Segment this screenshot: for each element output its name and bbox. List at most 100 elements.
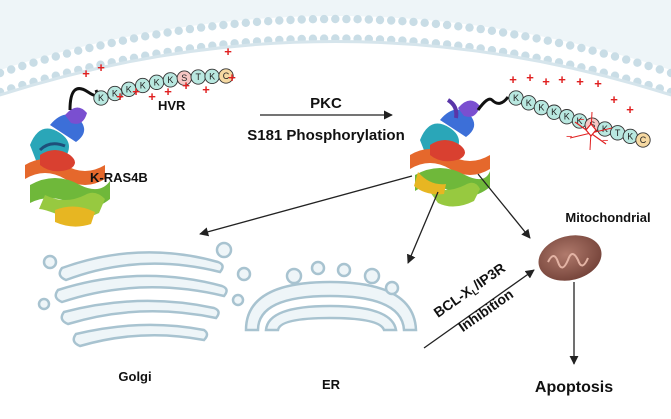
- lipid-head: [610, 52, 620, 61]
- lipid-head: [252, 17, 262, 27]
- positive-charge-icon: +: [116, 89, 124, 104]
- lipid-head: [409, 17, 418, 27]
- lipid-head: [118, 36, 128, 45]
- lipid-head: [543, 36, 552, 45]
- svg-text:K: K: [602, 124, 608, 134]
- lipid-head: [40, 55, 49, 64]
- positive-charge-icon: +: [626, 102, 634, 117]
- arrow-to-mitochondrion: [477, 173, 531, 239]
- svg-text:S: S: [181, 73, 187, 83]
- residue-K: K: [559, 109, 575, 125]
- residue-K: K: [204, 68, 220, 85]
- svg-text:T: T: [195, 72, 201, 82]
- residue-C: C: [218, 68, 234, 84]
- lipid-head: [29, 58, 38, 67]
- lipid-head: [644, 61, 653, 71]
- arrow-inhibition: [423, 269, 535, 349]
- positive-charge-icon: +: [594, 76, 602, 91]
- residue-K: K: [121, 81, 137, 97]
- lipid-head: [521, 32, 530, 41]
- positive-charge-icon: +: [182, 78, 190, 93]
- svg-text:K: K: [526, 98, 532, 108]
- positive-charge-icon: +: [82, 66, 90, 81]
- lipid-head: [532, 34, 541, 43]
- svg-text:K: K: [538, 103, 544, 113]
- svg-text:C: C: [640, 135, 647, 145]
- lipid-head: [7, 65, 16, 74]
- endoplasmic-reticulum-icon: [244, 260, 418, 332]
- positive-charge-icon: +: [576, 74, 584, 89]
- mitochondrion-icon: [538, 235, 602, 281]
- residue-K: K: [622, 128, 638, 145]
- lipid-head: [308, 15, 318, 24]
- lipid-head: [633, 58, 642, 67]
- lipid-head: [510, 30, 519, 39]
- lipid-head: [465, 23, 474, 32]
- svg-text:−: −: [602, 135, 608, 147]
- lipid-head: [364, 15, 373, 24]
- positive-charge-icon: +: [610, 92, 618, 107]
- apoptosis-label: Apoptosis: [535, 379, 613, 396]
- lipid-head: [230, 19, 239, 29]
- lipid-head: [622, 55, 631, 64]
- svg-text:C: C: [223, 71, 230, 81]
- positive-charge-icon: +: [164, 84, 172, 99]
- lipid-head: [487, 26, 497, 35]
- lipid-head: [85, 43, 94, 53]
- lipid-head: [398, 17, 407, 26]
- svg-text:K: K: [513, 93, 519, 103]
- lipid-head: [51, 52, 60, 61]
- svg-text:K: K: [551, 107, 557, 117]
- lipid-head: [275, 16, 284, 25]
- arrow-to-er: [406, 191, 439, 264]
- positive-charge-icon: +: [202, 82, 210, 97]
- lipid-head: [454, 22, 463, 31]
- hvr-charges-left: ++++++++++: [82, 44, 236, 104]
- residue-T: T: [609, 125, 626, 141]
- positive-charge-icon: +: [526, 70, 534, 85]
- lipid-head: [319, 14, 329, 24]
- svg-text:K: K: [564, 112, 570, 122]
- lipid-head: [62, 49, 72, 58]
- lipid-head: [185, 24, 195, 34]
- golgi-label: Golgi: [118, 369, 151, 384]
- lipid-head: [107, 38, 116, 48]
- residue-K: K: [148, 74, 165, 90]
- lipid-head: [577, 43, 586, 53]
- positive-charge-icon: +: [228, 70, 236, 85]
- positive-charge-icon: +: [558, 72, 566, 87]
- residue-K: K: [533, 99, 550, 116]
- lipid-head: [375, 15, 385, 25]
- residue-K: K: [93, 90, 109, 106]
- lipid-head: [174, 26, 183, 35]
- positive-charge-icon: +: [224, 44, 232, 59]
- lipid-head: [297, 15, 306, 24]
- residue-C: C: [635, 132, 651, 148]
- lipid-head: [599, 49, 608, 58]
- positive-charge-icon: +: [509, 72, 517, 87]
- golgi-apparatus-icon: [37, 241, 252, 348]
- lipid-head: [241, 18, 250, 27]
- lipid-head: [18, 61, 27, 71]
- kras-protein-left: [25, 107, 110, 227]
- membrane-lipid-heads: [0, 14, 671, 97]
- svg-text:K: K: [154, 77, 160, 87]
- residue-K: K: [546, 104, 562, 120]
- mitochondrial-label: Mitochondrial: [565, 210, 650, 225]
- hvr-chain-right: KKKKKKSKTKC: [508, 90, 651, 148]
- lipid-head: [219, 20, 228, 30]
- lipid-head: [666, 68, 671, 78]
- s181-phosphorylation-label: S181 Phosphorylation: [247, 127, 405, 144]
- pkc-label: PKC: [310, 95, 342, 112]
- inhibition-annotation: BCL-XL/IP3R Inhibition: [431, 260, 517, 335]
- hvr-charges-right: ++++++++: [509, 70, 634, 117]
- lipid-head: [498, 28, 508, 37]
- kras-protein-right: [410, 98, 490, 207]
- lipid-head: [566, 41, 575, 50]
- svg-text:K: K: [126, 84, 132, 94]
- lipid-head: [342, 14, 351, 24]
- svg-text:K: K: [576, 116, 582, 126]
- lipid-head: [264, 17, 273, 26]
- hvr-label: HVR: [158, 98, 186, 113]
- svg-text:K: K: [98, 93, 104, 103]
